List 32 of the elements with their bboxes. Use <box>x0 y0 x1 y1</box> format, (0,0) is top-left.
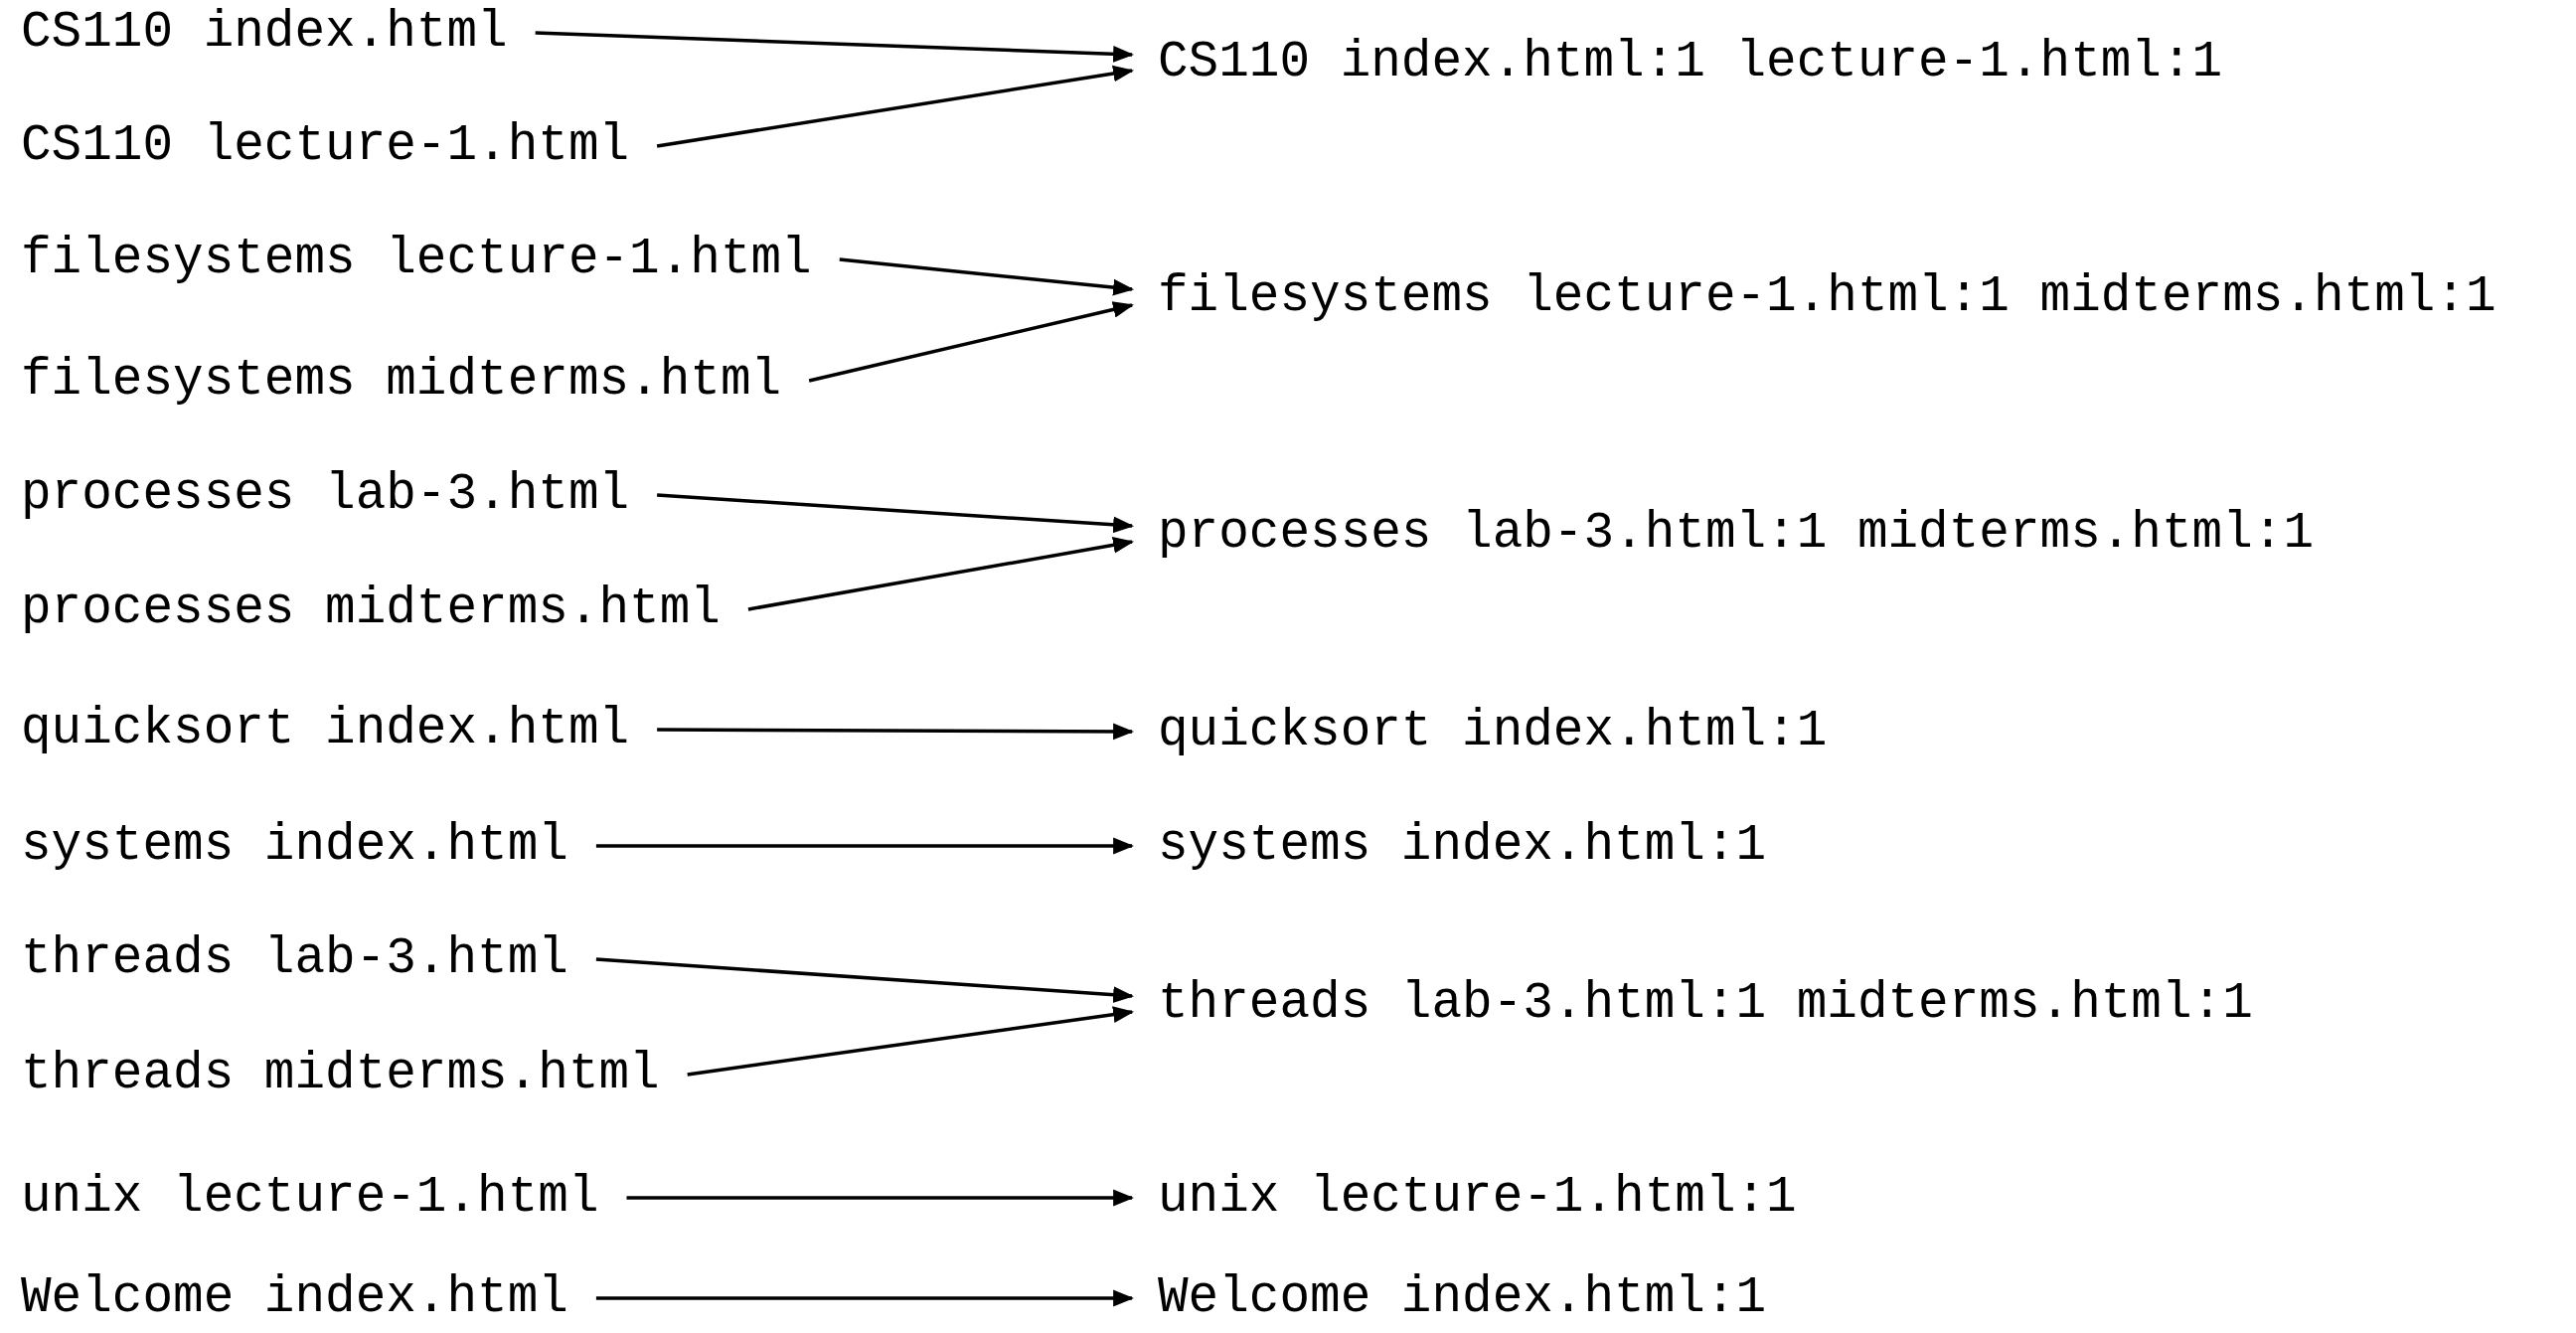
text-label: CS110 index.html:1 lecture-1.html:1 <box>1158 33 2223 92</box>
text-label: systems index.html:1 <box>1158 816 1767 876</box>
text-label: threads lab-3.html <box>21 929 568 989</box>
text-label: quicksort index.html:1 <box>1158 702 1828 761</box>
text-label: threads lab-3.html:1 midterms.html:1 <box>1158 974 2253 1034</box>
text-label: processes midterms.html <box>21 580 721 639</box>
arrow <box>656 65 1135 148</box>
arrow <box>626 1189 1135 1207</box>
arrow <box>535 31 1135 63</box>
arrow <box>657 723 1135 741</box>
arrow <box>595 837 1135 855</box>
arrow <box>595 957 1135 1004</box>
text-label: unix lecture-1.html <box>21 1168 599 1228</box>
arrow <box>839 257 1135 296</box>
text-label: Welcome index.html:1 <box>1158 1268 1767 1328</box>
text-label: quicksort index.html <box>21 700 630 759</box>
text-label: filesystems lecture-1.html <box>21 230 812 289</box>
arrow <box>595 1289 1135 1307</box>
arrow <box>808 301 1135 383</box>
text-label: unix lecture-1.html:1 <box>1158 1168 1797 1228</box>
text-label: filesystems midterms.html <box>21 351 782 411</box>
text-label: CS110 index.html <box>21 3 508 63</box>
text-label: threads midterms.html <box>21 1045 660 1104</box>
text-label: Welcome index.html <box>21 1268 568 1328</box>
arrow <box>657 493 1135 534</box>
text-label: systems index.html <box>21 816 568 876</box>
text-label: CS110 lecture-1.html <box>21 116 630 176</box>
text-label: processes lab-3.html <box>21 465 630 525</box>
arrow <box>687 1006 1135 1077</box>
text-label: processes lab-3.html:1 midterms.html:1 <box>1158 504 2314 564</box>
arrow <box>747 537 1135 611</box>
text-label: filesystems lecture-1.html:1 midterms.html:1 <box>1158 267 2496 327</box>
